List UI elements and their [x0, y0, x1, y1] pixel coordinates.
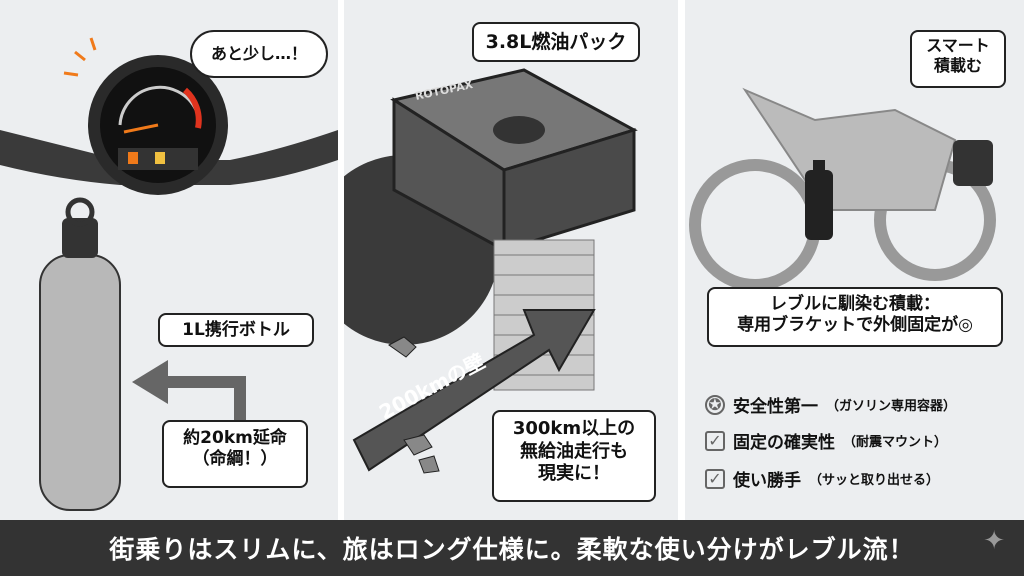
panel-smart-loading: スマート 積載む レブルに馴染む積載： 専用ブラケットで外側固定が◎ ✪ 安全性… [685, 0, 1024, 520]
award-badge-icon: ✪ [705, 394, 725, 415]
smart-loading-title: スマート 積載む [910, 30, 1006, 88]
feature-sub: （耐震マウント） [843, 435, 948, 450]
feature-sub: （ガソリン専用容器） [826, 399, 957, 414]
bottle-label: 1L携行ボトル [158, 313, 314, 347]
callout-line2: 専用ブラケットで外側固定が◎ [737, 315, 973, 336]
feature-main: 使い勝手 [733, 471, 801, 491]
pack-label: 3.8L燃油パック [472, 22, 640, 62]
feature-sub: （サッと取り出せる） [809, 473, 940, 488]
feature-main: 安全性第一 [733, 397, 818, 417]
footer-banner: 街乗りはスリムに、旅はロング仕様に。柔軟な使い分けがレブル流！ ✦ [0, 520, 1024, 576]
result-line3: 現実に！ [538, 463, 610, 484]
fuel-pack-wall-illustration: 200kmの壁 ROTOPAX [344, 68, 638, 474]
handlebar-gauge-illustration [0, 37, 338, 511]
panel-fuel-bottle: あと少し…！ 1L携行ボトル 約20km延命 （命綱！） [0, 0, 338, 520]
checkbox-icon: ✓ [705, 430, 725, 451]
footer-text: 街乗りはスリムに、旅はロング仕様に。柔軟な使い分けがレブル流！ [109, 535, 915, 564]
checkbox-icon: ✓ [705, 468, 725, 489]
range-label-line1: 約20km延命 [183, 428, 287, 448]
callout-line1: レブルに馴染む積載： [770, 294, 940, 314]
thought-bubble: あと少し…！ [190, 30, 328, 78]
result-line2: 無給油走行も [520, 440, 628, 462]
sparkle-icon: ✦ [983, 526, 1006, 556]
feature-safety: ✪ 安全性第一 （ガソリン専用容器） [705, 392, 956, 417]
range-label: 約20km延命 （命綱！） [162, 420, 308, 488]
motorcycle-illustration [689, 87, 996, 291]
panel-fuel-pack: 200kmの壁 ROTOPAX 3.8L燃油パック 300km以上の 無給油走行… [344, 0, 678, 520]
title-line2: 積載む [933, 56, 982, 75]
feature-main: 固定の確実性 [733, 433, 835, 453]
mount-callout: レブルに馴染む積載： 専用ブラケットで外側固定が◎ [707, 287, 1003, 347]
result-callout: 300km以上の 無給油走行も 現実に！ [492, 410, 656, 502]
feature-mount: ✓ 固定の確実性 （耐震マウント） [705, 428, 947, 453]
range-label-line2: （命綱！） [192, 449, 278, 470]
result-line1: 300km以上の [512, 418, 636, 439]
feature-usability: ✓ 使い勝手 （サッと取り出せる） [705, 466, 939, 491]
title-line1: スマート [926, 36, 990, 55]
